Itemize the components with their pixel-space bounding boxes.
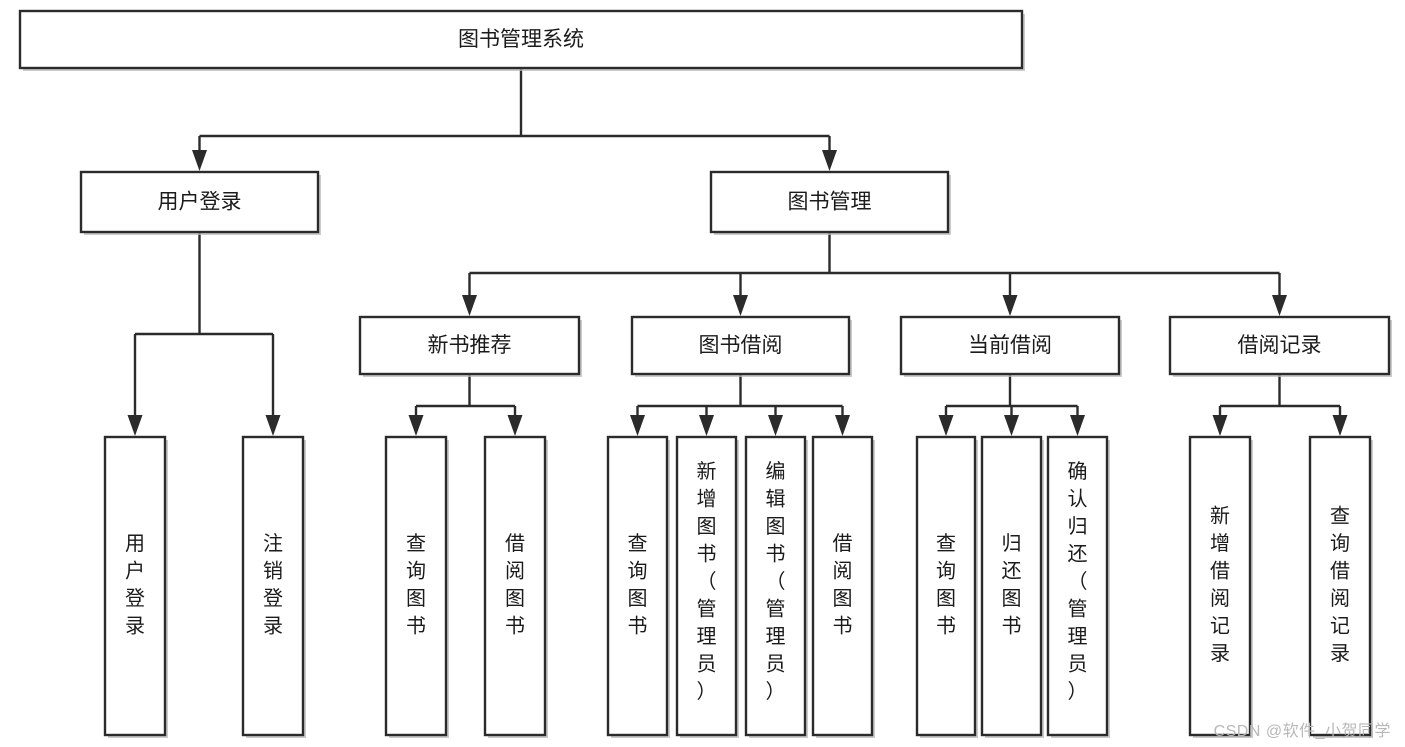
node-label: 新增借阅记录: [1210, 505, 1230, 666]
node-box[interactable]: [79, 170, 320, 234]
node-label: 归还图书: [1002, 532, 1022, 638]
node-label: 确认归还（管理员）: [1068, 460, 1088, 703]
connector-group-borrow_record: [1212, 374, 1348, 436]
node-leaf-query-record[interactable]: 查询借阅记录: [1308, 435, 1373, 738]
node-label: 用户登录: [125, 533, 145, 638]
node-box[interactable]: [358, 315, 581, 376]
node-box[interactable]: [899, 315, 1121, 376]
arrow-head-icon: [265, 415, 281, 436]
node-label: 借阅记录: [1238, 334, 1322, 357]
arrow-head-icon: [1332, 415, 1348, 436]
node-user-login[interactable]: 用户登录: [79, 170, 321, 235]
node-label: 用户登录: [158, 191, 242, 214]
node-box[interactable]: [1308, 435, 1372, 737]
arrow-head-icon: [835, 415, 850, 436]
node-label: 新书推荐: [428, 334, 512, 357]
connector-group-new_book_rec: [408, 374, 523, 436]
node-book-borrow[interactable]: 图书借阅: [630, 315, 852, 377]
connector-group-root: [192, 68, 837, 171]
arrow-head-icon: [1002, 295, 1018, 316]
node-box[interactable]: [18, 9, 1024, 70]
connector-group-book_borrow: [630, 374, 850, 436]
connector-layer: [127, 68, 1348, 436]
node-leaf-return-book[interactable]: 归还图书: [980, 435, 1044, 738]
node-label: 新增图书（管理员）: [697, 460, 717, 703]
node-leaf-user-login[interactable]: 用户登录: [103, 435, 168, 738]
node-leaf-confirm-return[interactable]: 确认归还（管理员）: [1046, 435, 1110, 738]
node-leaf-query-book-2[interactable]: 查询图书: [606, 435, 670, 738]
node-root[interactable]: 图书管理系统: [18, 9, 1025, 71]
node-box[interactable]: [241, 435, 305, 737]
node-label: 借阅图书: [505, 532, 525, 638]
node-label: 图书借阅: [699, 334, 783, 357]
node-box[interactable]: [980, 435, 1043, 737]
arrow-head-icon: [768, 415, 783, 436]
node-label: 查询图书: [628, 532, 648, 638]
node-box[interactable]: [630, 315, 851, 376]
node-box[interactable]: [744, 435, 807, 737]
connector-group-current_borrow: [938, 374, 1085, 436]
node-leaf-borrow-book-1[interactable]: 借阅图书: [483, 435, 548, 738]
node-box[interactable]: [811, 435, 874, 737]
arrow-head-icon: [1272, 295, 1287, 316]
arrow-head-icon: [1070, 415, 1085, 436]
arrow-head-icon: [192, 150, 207, 171]
arrow-head-icon: [1212, 415, 1228, 436]
arrow-head-icon: [127, 415, 143, 436]
node-leaf-edit-book[interactable]: 编辑图书（管理员）: [744, 435, 808, 738]
node-label: 图书管理系统: [458, 28, 584, 51]
node-box[interactable]: [606, 435, 669, 737]
node-box[interactable]: [915, 435, 977, 737]
node-label: 查询借阅记录: [1330, 505, 1350, 666]
node-box[interactable]: [384, 435, 448, 737]
node-box[interactable]: [1168, 315, 1391, 376]
connector-group-book_manage: [462, 232, 1287, 316]
node-label: 查询图书: [936, 532, 956, 638]
arrow-head-icon: [408, 415, 424, 436]
node-leaf-logout[interactable]: 注销登录: [241, 435, 306, 738]
arrow-head-icon: [699, 415, 714, 436]
node-label: 注销登录: [263, 532, 283, 638]
node-leaf-borrow-book-2[interactable]: 借阅图书: [811, 435, 875, 738]
node-box[interactable]: [675, 435, 738, 737]
arrow-head-icon: [630, 415, 645, 436]
node-leaf-query-book-1[interactable]: 查询图书: [384, 435, 449, 738]
node-box[interactable]: [709, 170, 950, 234]
node-leaf-add-book[interactable]: 新增图书（管理员）: [675, 435, 739, 738]
watermark-text: CSDN @软件_小贺同学: [1213, 723, 1391, 740]
connector-group-user_login: [127, 232, 281, 436]
arrow-head-icon: [733, 295, 748, 316]
node-leaf-add-record[interactable]: 新增借阅记录: [1188, 435, 1253, 738]
node-leaf-query-book-3[interactable]: 查询图书: [915, 435, 978, 738]
node-book-manage[interactable]: 图书管理: [709, 170, 951, 235]
node-box[interactable]: [103, 435, 167, 737]
node-borrow-record[interactable]: 借阅记录: [1168, 315, 1392, 377]
node-box[interactable]: [483, 435, 547, 737]
node-label: 编辑图书（管理员）: [766, 460, 786, 703]
node-box[interactable]: [1046, 435, 1109, 737]
node-layer: 图书管理系统用户登录图书管理新书推荐图书借阅当前借阅借阅记录用户登录注销登录查询…: [18, 9, 1392, 738]
arrow-head-icon: [1004, 415, 1019, 436]
node-box[interactable]: [1188, 435, 1252, 737]
node-current-borrow[interactable]: 当前借阅: [899, 315, 1122, 377]
node-label: 当前借阅: [968, 334, 1052, 357]
node-label: 借阅图书: [833, 532, 853, 638]
node-new-book-rec[interactable]: 新书推荐: [358, 315, 582, 377]
arrow-head-icon: [462, 295, 477, 316]
node-label: 查询图书: [406, 532, 426, 638]
arrow-head-icon: [507, 415, 523, 436]
node-label: 图书管理: [788, 191, 872, 214]
arrow-head-icon: [938, 415, 954, 436]
arrow-head-icon: [822, 150, 837, 171]
